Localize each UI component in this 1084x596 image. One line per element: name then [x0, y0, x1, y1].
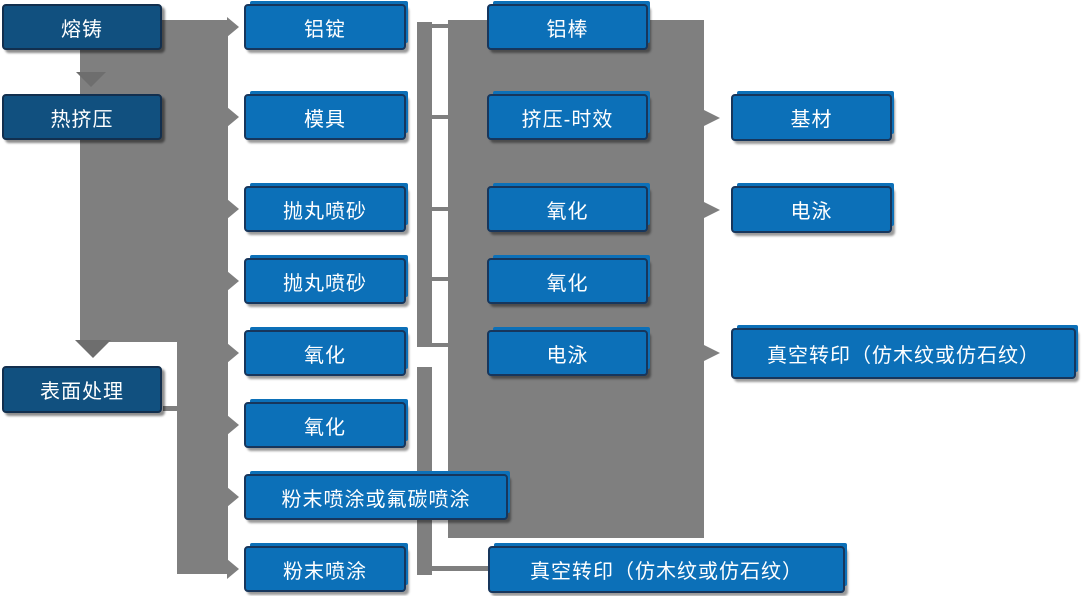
arrowhead-to-mold: [227, 107, 239, 127]
connector-row-link-aluminum-rod: [432, 24, 448, 28]
node-vacuum-transfer-print-2: 真空转印（仿木纹或仿石纹）: [731, 328, 1076, 379]
node-vacuum-transfer-print-1: 真空转印（仿木纹或仿石纹）: [488, 546, 845, 593]
arrowhead-to-base-material: [704, 110, 720, 126]
connector-row-link-extrusion-aging: [432, 115, 448, 119]
arrowhead-to-powder-spray: [227, 559, 239, 579]
node-aluminum-rod: 铝棒: [487, 4, 648, 50]
node-oxidation-3: 氧化: [487, 186, 648, 232]
node-electrophoresis-1: 电泳: [487, 330, 648, 376]
node-oxidation-1: 氧化: [244, 330, 406, 376]
node-hot-extrusion: 热挤压: [2, 94, 162, 140]
connector-vacuum-transfer-stub: [432, 566, 488, 571]
node-oxidation-2: 氧化: [244, 402, 406, 448]
arrowhead-down-to-hot-extrusion: [76, 72, 106, 87]
node-melt-casting: 熔铸: [2, 4, 162, 50]
node-extrusion-aging: 挤压-时效: [487, 94, 648, 140]
node-powder-or-fluorocarbon-spray: 粉末喷涂或氟碳喷涂: [244, 474, 508, 520]
arrowhead-to-shot-blasting-2: [227, 271, 239, 291]
arrowhead-to-oxidation-1: [227, 343, 239, 363]
node-mold: 模具: [244, 94, 406, 140]
arrowhead-to-powder-fluorocarbon: [227, 487, 239, 507]
node-oxidation-4: 氧化: [487, 258, 648, 304]
connector-link-bar-lower: [417, 367, 432, 575]
arrowhead-to-shot-blasting-1: [227, 199, 239, 219]
connector-corridor-lower-band: [177, 342, 228, 574]
connector-surface-treatment-stub: [163, 406, 177, 411]
connector-row-link-oxidation-4: [432, 277, 448, 281]
connector-corridor-left-block: [80, 20, 228, 342]
arrowhead-to-aluminum-ingot: [227, 17, 239, 37]
node-base-material: 基材: [731, 94, 892, 141]
node-powder-spray: 粉末喷涂: [244, 546, 406, 592]
connector-row-link-electrophoresis: [432, 343, 448, 347]
node-electrophoresis-2: 电泳: [731, 186, 892, 233]
arrowhead-to-oxidation-2: [227, 415, 239, 435]
node-shot-blasting-sandblasting-2: 抛丸喷砂: [244, 258, 406, 304]
arrowhead-to-electrophoresis-2: [704, 202, 720, 218]
connector-row-link-oxidation-3: [432, 207, 448, 211]
node-aluminum-ingot: 铝锭: [244, 4, 406, 50]
node-shot-blasting-sandblasting-1: 抛丸喷砂: [244, 186, 406, 232]
arrowhead-to-vacuum-transfer-2: [704, 345, 720, 361]
node-surface-treatment: 表面处理: [2, 366, 162, 413]
connector-link-bar-upper: [417, 22, 432, 347]
arrowhead-down-to-surface-treatment: [75, 340, 111, 358]
